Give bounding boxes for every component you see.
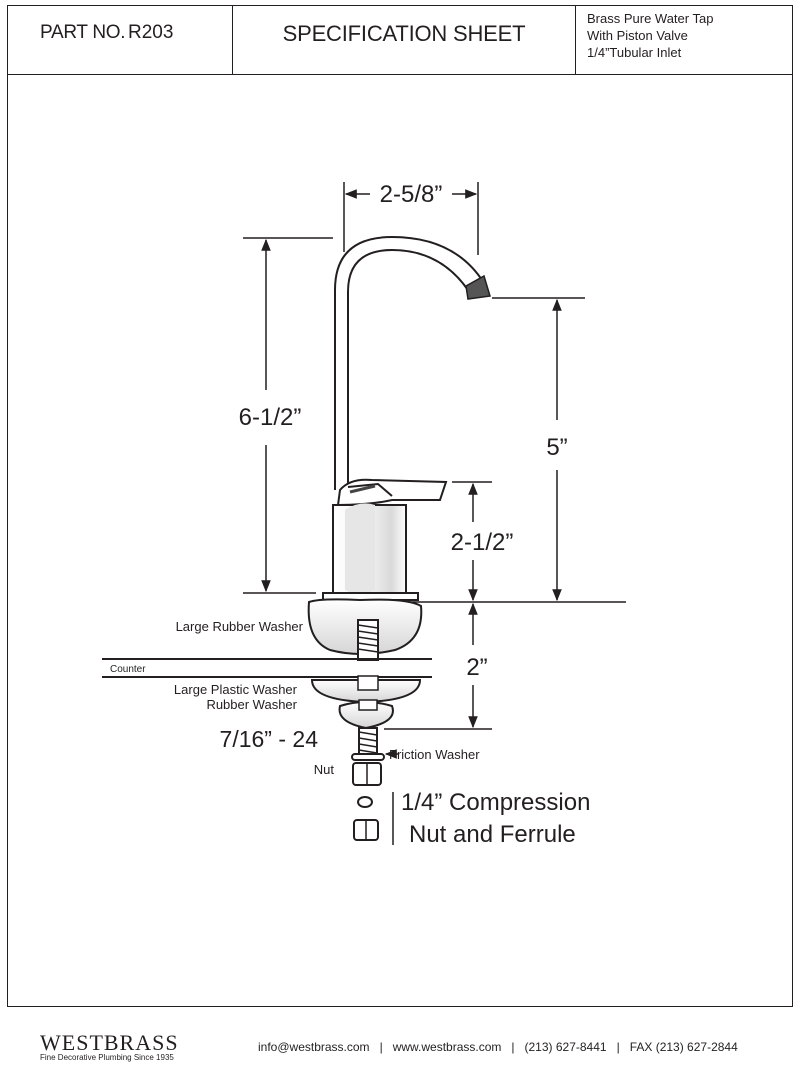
dim-thread: 7/16” - 24: [220, 726, 319, 752]
dim-spout-reach: 2-5/8”: [380, 181, 443, 208]
footer-website[interactable]: www.westbrass.com: [392, 1040, 502, 1054]
footer-separator: |: [616, 1040, 620, 1054]
spec-sheet-frame: PART NO. R203 SPECIFICATION SHEET Brass …: [7, 5, 793, 1007]
part-number-cell: PART NO. R203: [8, 6, 233, 74]
faucet-spout: [334, 235, 491, 490]
label-rubber-washer: Rubber Washer: [206, 697, 297, 712]
description-line-2: With Piston Valve: [587, 28, 688, 43]
dim-spout-height: 5”: [546, 434, 567, 461]
description-line-1: Brass Pure Water Tap: [587, 11, 714, 26]
description-cell: Brass Pure Water Tap With Piston Valve 1…: [576, 6, 794, 74]
brand-logo: WESTBRASS: [40, 1030, 179, 1055]
nut-shape: [352, 762, 382, 786]
dim-total-height: 6-1/2”: [239, 404, 302, 431]
footer-phone: (213) 627-8441: [524, 1040, 607, 1054]
product-description: Brass Pure Water Tap With Piston Valve 1…: [587, 10, 713, 61]
description-line-3: 1/4”Tubular Inlet: [587, 45, 682, 60]
label-nut: Nut: [314, 762, 335, 777]
footer-separator: |: [379, 1040, 383, 1054]
label-counter: Counter: [110, 664, 146, 675]
footer-contact: info@westbrass.com | www.westbrass.com | (21…: [258, 1040, 738, 1054]
rubber-washer-shape: [338, 699, 394, 730]
faucet-handle: [336, 478, 448, 507]
friction-washer-shape: [351, 753, 385, 761]
label-large-plastic-washer: Large Plastic Washer: [174, 682, 298, 697]
compression-nut-shape: [353, 819, 379, 841]
dim-shank-length: 2”: [466, 654, 487, 681]
title-cell: SPECIFICATION SHEET: [233, 6, 576, 74]
label-large-rubber-washer: Large Rubber Washer: [176, 619, 304, 634]
footer-email[interactable]: info@westbrass.com: [258, 1040, 370, 1054]
part-number-label: PART NO.: [40, 22, 126, 43]
ferrule-shape: [357, 796, 373, 808]
sheet-title: SPECIFICATION SHEET: [282, 21, 526, 46]
brand-tagline: Fine Decorative Plumbing Since 1935: [40, 1053, 174, 1062]
label-friction-washer: Friction Washer: [389, 747, 480, 762]
header-table: PART NO. R203 SPECIFICATION SHEET Brass …: [8, 6, 792, 75]
dim-handle-height: 2-1/2”: [451, 529, 514, 556]
footer-separator: |: [511, 1040, 515, 1054]
threaded-shank: [357, 619, 379, 661]
large-plastic-washer-shape: [310, 675, 422, 704]
faucet-body: [322, 503, 419, 601]
footer-fax: FAX (213) 627-2844: [629, 1040, 738, 1054]
part-number-value: R203: [128, 22, 174, 43]
label-compression-line-2: Nut and Ferrule: [409, 821, 576, 848]
label-compression-line-1: 1/4” Compression: [401, 789, 590, 816]
